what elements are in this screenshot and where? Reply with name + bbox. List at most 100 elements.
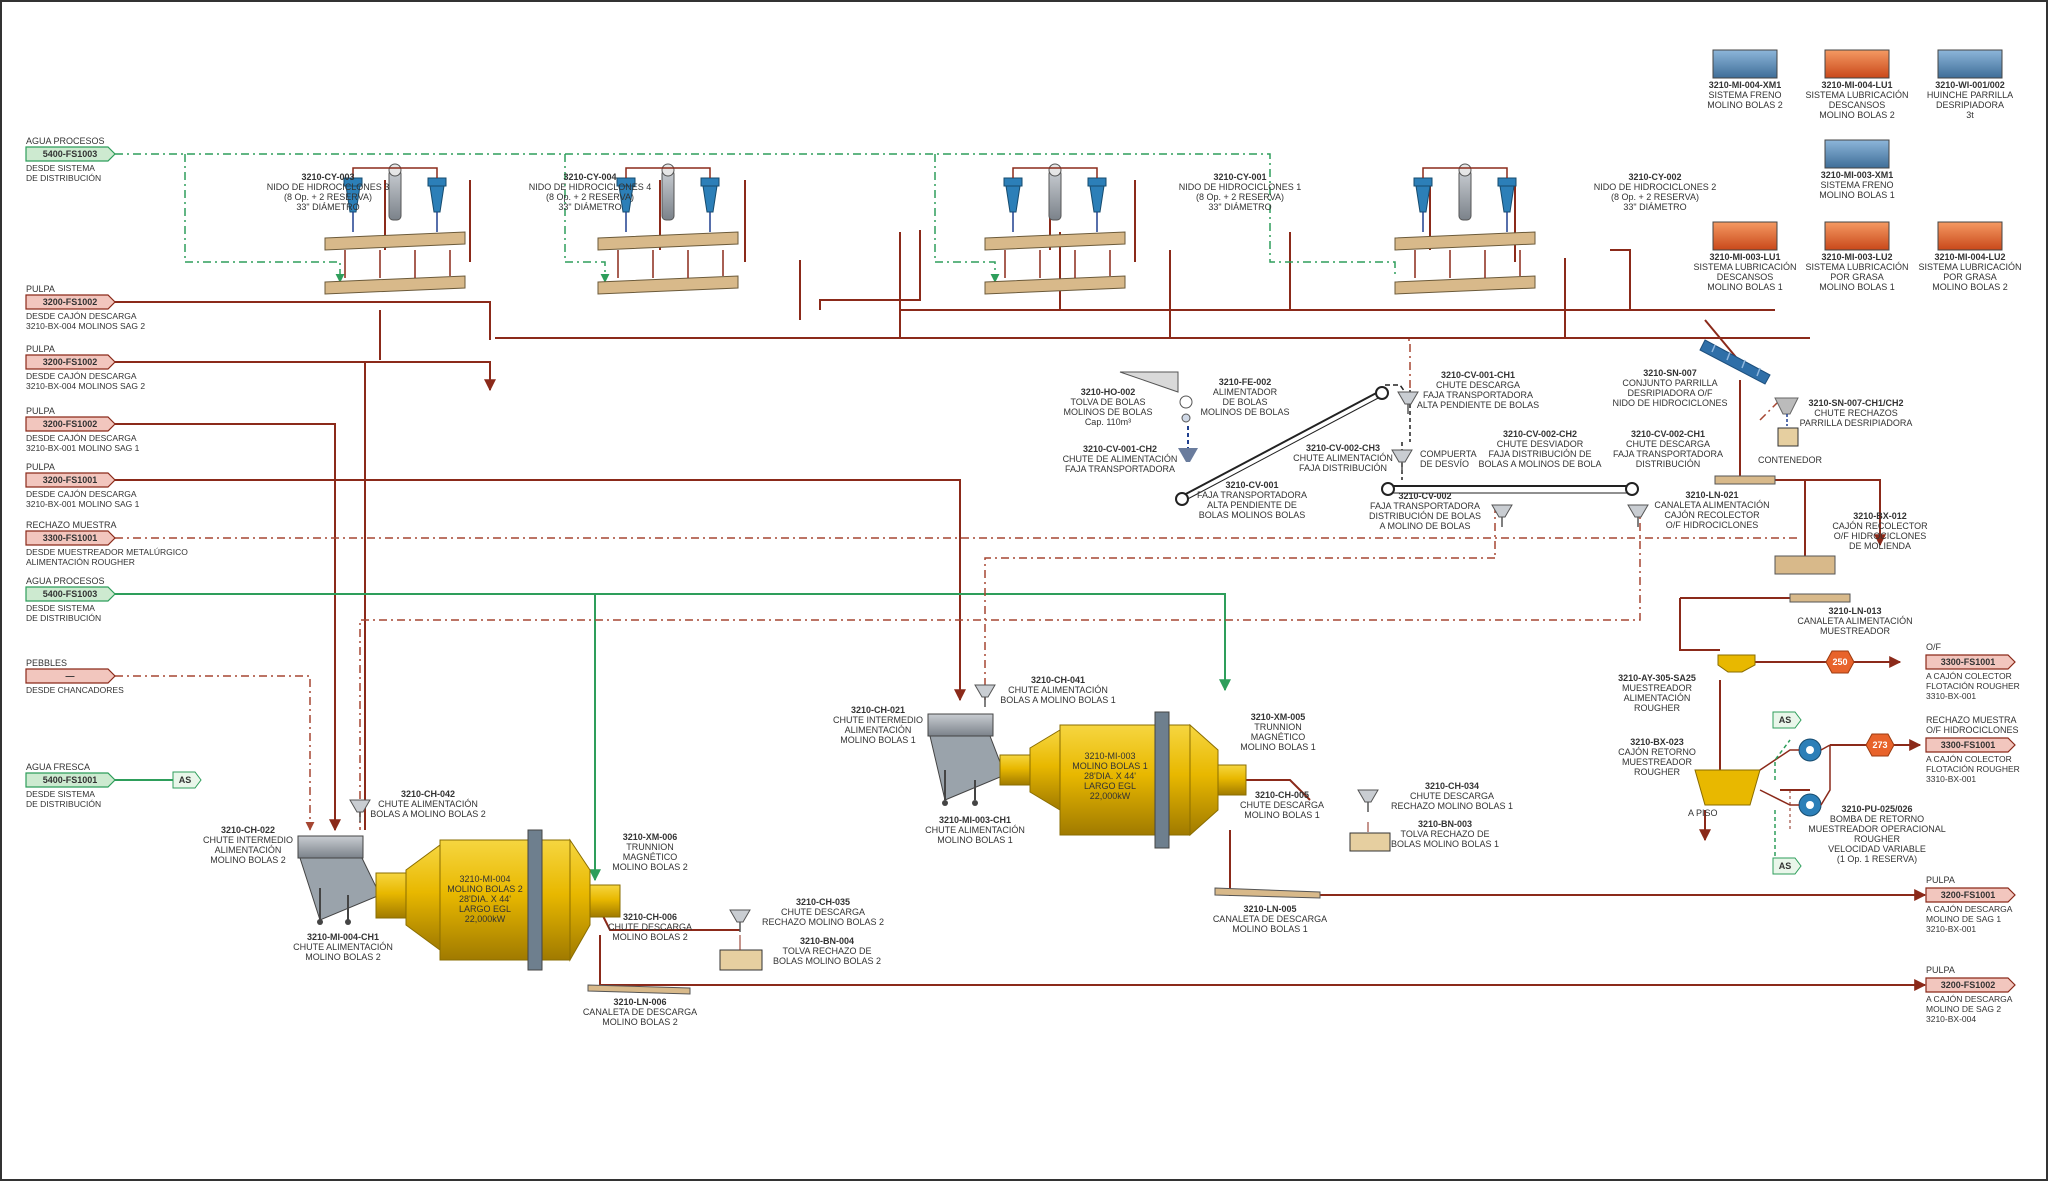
equip-line: FAJA DISTRIBUCIÓN: [1299, 463, 1387, 473]
cyclone-line: NIDO DE HIDROCICLONES 4: [529, 182, 652, 192]
stream-label: RECHAZO MUESTRA: [26, 520, 117, 530]
distributor-icon: [661, 169, 675, 221]
offpage-connector-icon[interactable]: [25, 586, 116, 602]
equip-line: MUESTREADOR: [1622, 683, 1693, 693]
hydrocyclone-nest-2[interactable]: [597, 163, 739, 295]
stream-desc: FLOTACIÓN ROUGHER: [1926, 764, 2020, 774]
launder-ln006[interactable]: [587, 984, 691, 995]
lubrication-system-icon: [1937, 221, 2003, 251]
input-stream-8[interactable]: PEBBLES—DESDE CHANCADORES: [25, 658, 124, 695]
reject-bin-bn003[interactable]: [1349, 832, 1391, 852]
mill-1-label: 3210-MI-003 MOLINO BOLAS 1 28'DIA. X 44'…: [1072, 751, 1148, 801]
ball-hopper-icon[interactable]: [1119, 371, 1179, 393]
offpage-connector-icon[interactable]: [25, 294, 116, 310]
offpage-connector-icon[interactable]: [1925, 737, 2016, 753]
water-dashed-lines: [115, 153, 1396, 283]
equip-line: COMPUERTA: [1420, 449, 1477, 459]
ball-mill-1[interactable]: [927, 711, 1247, 849]
hydrocyclone-nest-3[interactable]: [984, 163, 1126, 295]
offpage-connector-icon[interactable]: [1925, 887, 2016, 903]
stream-desc: 3210-BX-001 MOLINO SAG 1: [26, 443, 140, 453]
hydrocyclone-nest-4[interactable]: [1394, 163, 1536, 295]
stream-desc: DE DISTRIBUCIÓN: [26, 613, 101, 623]
offpage-connector-icon[interactable]: [25, 146, 116, 162]
equip-line: (1 Op. 1 RESERVA): [1837, 854, 1917, 864]
aux-line: MOLINO BOLAS 1: [1819, 190, 1895, 200]
stream-tag: 3300-FS1001: [1941, 657, 1996, 667]
offpage-connector-icon[interactable]: [1925, 654, 2016, 670]
as-connector-tag[interactable]: AS: [172, 771, 202, 789]
conveyor-cv002[interactable]: [1381, 482, 1639, 496]
offpage-connector-icon[interactable]: [25, 530, 116, 546]
hydrocyclone-nest-1[interactable]: [324, 163, 466, 295]
conveyor-cv001[interactable]: [1175, 386, 1389, 506]
offpage-connector-icon[interactable]: [25, 354, 116, 370]
aux-line: MOLINO BOLAS 2: [1932, 282, 2008, 292]
hydrocyclone-icon: [1089, 185, 1105, 213]
offpage-connector-icon[interactable]: [25, 472, 116, 488]
chute-funnel-icon: [974, 684, 996, 707]
equip-line: FAJA TRANSPORTADORA: [1065, 464, 1175, 474]
launder-ln013[interactable]: [1789, 593, 1851, 603]
stream-desc: A CAJÓN COLECTOR: [1926, 671, 2012, 681]
offpage-connector-icon[interactable]: [25, 416, 116, 432]
sampler-ay305[interactable]: [1717, 654, 1756, 673]
svg-text:MOLINO BOLAS 2: MOLINO BOLAS 2: [447, 884, 523, 894]
offpage-connector-icon[interactable]: [1925, 977, 2016, 993]
offpage-connector-icon[interactable]: [25, 772, 116, 788]
equip-line: MUESTREADOR OPERACIONAL: [1808, 824, 1946, 834]
desripiadora-screen[interactable]: [1699, 339, 1771, 385]
collector-box-bx012[interactable]: [1774, 555, 1836, 575]
as-connector-tag[interactable]: AS: [1772, 711, 1802, 729]
stream-desc: MOLINO DE SAG 2: [1926, 1004, 2001, 1014]
equip-line: VELOCIDAD VARIABLE: [1828, 844, 1926, 854]
ball-feeder-icon[interactable]: [1179, 395, 1193, 423]
return-pump-icon[interactable]: [1798, 738, 1822, 817]
aux-line: HUINCHE PARRILLA: [1927, 90, 2013, 100]
return-box-bx023[interactable]: [1694, 769, 1761, 806]
as-connector-tag[interactable]: AS: [1772, 857, 1802, 875]
equip-line: BOLAS A MOLINO BOLAS 2: [370, 809, 486, 819]
stream-tag: —: [66, 671, 75, 681]
equip-tag: 3210-CH-035: [796, 897, 850, 907]
equip-tag: 3210-MI-004-CH1: [307, 932, 379, 942]
label-3210-ay-305-sa25: 3210-AY-305-SA25MUESTREADORALIMENTACIÓNR…: [1618, 673, 1696, 713]
equip-tag: 3210-BN-004: [800, 936, 854, 946]
equip-line: MOLINO BOLAS 1: [1244, 810, 1320, 820]
launder-ln005[interactable]: [1214, 887, 1321, 899]
ball-mill-2[interactable]: [297, 829, 621, 971]
aux-line: POR GRASA: [1830, 272, 1884, 282]
stream-desc: DESDE CHANCADORES: [26, 685, 124, 695]
launder-ln021[interactable]: [1714, 475, 1776, 485]
offpage-connector-icon[interactable]: [25, 668, 116, 684]
reject-bin-bn004[interactable]: [719, 949, 763, 971]
equip-tag: 3210-SN-007: [1643, 368, 1697, 378]
equip-line: CANALETA ALIMENTACIÓN: [1654, 500, 1769, 510]
aux-line: SISTEMA LUBRICACIÓN: [1693, 262, 1796, 272]
